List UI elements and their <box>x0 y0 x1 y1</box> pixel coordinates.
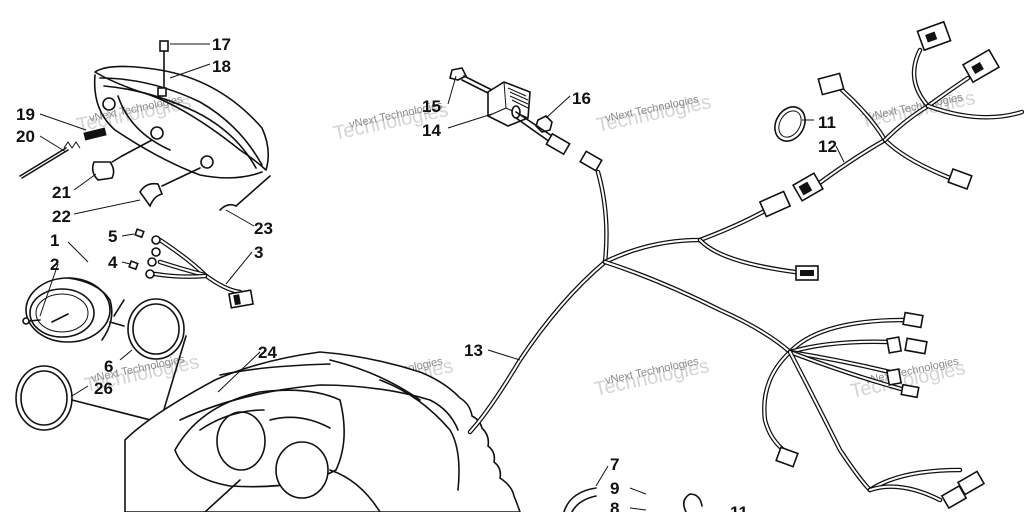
callout-6: 6 <box>104 357 113 376</box>
callout-7: 7 <box>610 455 619 474</box>
gauge-parts <box>15 228 303 471</box>
bottom-parts <box>563 487 703 513</box>
callout-15: 15 <box>422 97 441 116</box>
sub-harness <box>774 20 1024 202</box>
callout-11-bottom: 11 <box>730 503 748 512</box>
callout-14: 14 <box>422 121 441 140</box>
callout-9: 9 <box>610 479 619 498</box>
callout-5: 5 <box>108 227 117 246</box>
callout-22: 22 <box>52 207 71 226</box>
callout-21: 21 <box>52 183 71 202</box>
callout-4: 4 <box>108 253 118 272</box>
callout-17: 17 <box>212 35 231 54</box>
callout-16: 16 <box>572 89 591 108</box>
headlight-assembly <box>19 40 271 211</box>
callout-1: 1 <box>50 231 59 250</box>
callout-12: 12 <box>818 137 837 156</box>
callout-19: 19 <box>16 105 35 124</box>
instrument-console <box>124 351 522 513</box>
callout-3: 3 <box>254 243 263 262</box>
callout-11: 11 <box>818 113 836 132</box>
callout-23: 23 <box>254 219 273 238</box>
callout-2: 2 <box>50 255 59 274</box>
relay-assembly <box>449 67 603 172</box>
main-wiring-harness <box>467 169 986 510</box>
callout-13: 13 <box>464 341 483 360</box>
leader-lines <box>39 43 845 511</box>
callout-20: 20 <box>16 127 35 146</box>
watermarks: Technologies vNext Technologies Technolo… <box>74 87 977 403</box>
callout-26: 26 <box>94 379 113 398</box>
callout-18: 18 <box>212 57 231 76</box>
callout-8: 8 <box>610 499 619 512</box>
callout-24: 24 <box>258 343 277 362</box>
